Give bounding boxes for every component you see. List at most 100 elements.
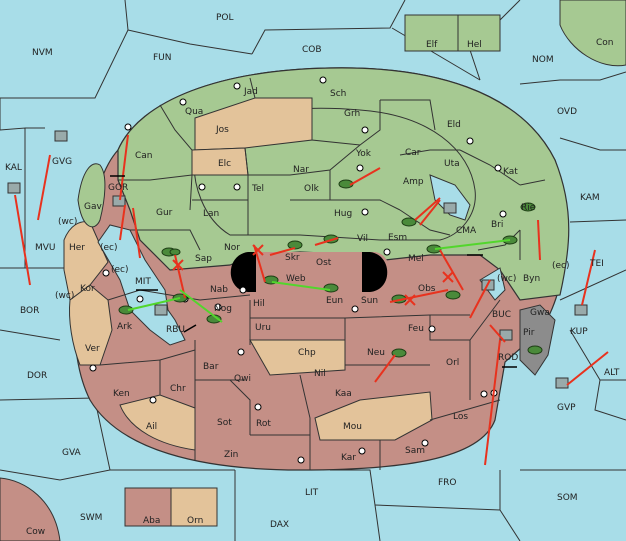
svg-text:Byn: Byn	[523, 274, 540, 284]
svg-text:Uru: Uru	[255, 323, 271, 333]
land-pir	[519, 304, 556, 376]
svg-text:Amp: Amp	[403, 177, 424, 187]
sea-alt: ALT	[604, 368, 620, 378]
sea-som: SOM	[557, 493, 578, 503]
land-ver	[69, 284, 113, 366]
svg-text:Pir: Pir	[523, 328, 535, 338]
svg-text:Hug: Hug	[334, 209, 352, 219]
svg-text:Kaa: Kaa	[335, 389, 352, 399]
sea-fro: FRO	[438, 478, 457, 488]
svg-text:Zin: Zin	[224, 450, 238, 460]
svg-text:Rie: Rie	[521, 203, 536, 213]
sea-lit: LIT	[305, 488, 319, 498]
sea-gor: GOR	[108, 183, 128, 193]
svg-text:Kar: Kar	[341, 453, 356, 463]
svg-text:Sch: Sch	[330, 89, 346, 99]
svg-text:Bar: Bar	[203, 362, 219, 372]
svg-text:(ec): (ec)	[111, 265, 129, 275]
svg-text:Web: Web	[286, 274, 306, 284]
svg-text:Feu: Feu	[408, 324, 424, 334]
convoy-links	[110, 175, 517, 368]
svg-text:Nab: Nab	[210, 285, 228, 295]
land-labels: Jad Sch Qua Jos Grh Eld Can Elc Yok Car …	[69, 40, 550, 526]
svg-text:Gav: Gav	[84, 202, 102, 212]
sea-ovd: OVD	[557, 107, 577, 117]
svg-text:Hil: Hil	[253, 299, 265, 309]
sea-buc: BUC	[492, 310, 511, 320]
sea-dor: DOR	[27, 371, 47, 381]
svg-text:Lan: Lan	[203, 209, 219, 219]
sea-rod: ROD	[498, 353, 518, 363]
sea-rbu: RBU	[166, 325, 185, 335]
sea-pol: POL	[216, 13, 234, 23]
svg-text:Nog: Nog	[214, 304, 232, 314]
svg-text:Mou: Mou	[343, 422, 362, 432]
army-units[interactable]	[118, 179, 543, 358]
sea-gva: GVA	[62, 448, 82, 458]
svg-text:Gur: Gur	[156, 208, 173, 218]
svg-text:Qua: Qua	[185, 107, 203, 117]
sea-swm: SWM	[80, 513, 102, 523]
svg-text:Esm: Esm	[388, 233, 407, 243]
svg-text:Skr: Skr	[285, 253, 300, 263]
svg-text:(wc): (wc)	[55, 291, 74, 301]
svg-text:(wc): (wc)	[58, 217, 77, 227]
svg-text:Yok: Yok	[355, 149, 372, 159]
svg-text:Elc: Elc	[218, 159, 231, 169]
svg-text:Sap: Sap	[195, 254, 212, 264]
svg-text:Chr: Chr	[170, 384, 186, 394]
move-orders	[14, 134, 609, 466]
svg-text:Orl: Orl	[446, 358, 459, 368]
land-orn	[170, 487, 218, 527]
svg-text:Kat: Kat	[503, 167, 518, 177]
sea-kam: KAM	[580, 193, 600, 203]
svg-text:Sam: Sam	[405, 446, 425, 456]
svg-text:Hel: Hel	[467, 40, 482, 50]
svg-text:Kor: Kor	[80, 284, 95, 294]
sea-bor: BOR	[20, 306, 39, 316]
svg-text:(ec): (ec)	[100, 243, 118, 253]
svg-text:Gwa: Gwa	[530, 308, 550, 318]
sea-kal: KAL	[5, 163, 22, 173]
svg-text:Vil: Vil	[357, 234, 368, 244]
svg-text:Olk: Olk	[304, 184, 320, 194]
svg-text:Rot: Rot	[256, 419, 271, 429]
sea-tei: TEI	[589, 259, 604, 269]
territory-borders	[99, 77, 546, 470]
tunnel-east	[362, 252, 388, 292]
svg-text:Ark: Ark	[117, 322, 133, 332]
sea-mit: MIT	[135, 277, 151, 287]
svg-text:Her: Her	[69, 243, 85, 253]
sea-mvu: MVU	[35, 243, 56, 253]
svg-text:Jos: Jos	[215, 125, 229, 135]
supply-centers	[89, 76, 507, 464]
land-gav	[77, 163, 106, 228]
svg-text:Neu: Neu	[367, 348, 385, 358]
land-cow-label: Cow	[26, 527, 45, 537]
svg-text:Jad: Jad	[243, 87, 258, 97]
svg-text:Eun: Eun	[326, 296, 343, 306]
sea-cob: COB	[302, 45, 322, 55]
svg-text:(ec): (ec)	[552, 261, 570, 271]
land-con-label: Con	[596, 38, 614, 48]
svg-text:Ken: Ken	[113, 389, 130, 399]
land-mou	[314, 391, 433, 441]
svg-text:(wc): (wc)	[497, 274, 516, 284]
svg-text:Ost: Ost	[316, 258, 332, 268]
coast-tags: (wc) (ec) (ec) (wc) (wc) (ec)	[55, 217, 570, 301]
svg-text:Elf: Elf	[426, 40, 438, 50]
sea-gvg: GVG	[52, 157, 72, 167]
sea-fun: FUN	[153, 53, 172, 63]
svg-text:Eld: Eld	[447, 120, 461, 130]
land-elf-hel	[404, 14, 501, 52]
svg-text:Orn: Orn	[187, 516, 203, 526]
svg-text:Chp: Chp	[298, 348, 316, 358]
svg-text:Sun: Sun	[361, 296, 378, 306]
svg-text:Nil: Nil	[314, 369, 326, 379]
sea-labels: POL NVM FUN COB NOM Con OVD KAL KAM MVU …	[5, 13, 620, 537]
svg-text:Mel: Mel	[408, 254, 424, 264]
svg-text:Nor: Nor	[224, 243, 240, 253]
svg-text:Car: Car	[405, 148, 421, 158]
